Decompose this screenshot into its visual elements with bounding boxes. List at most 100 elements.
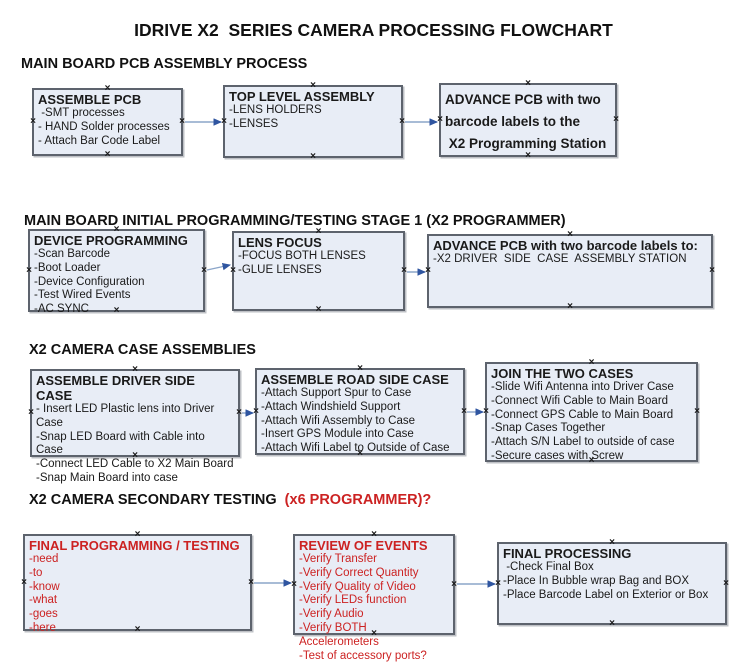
box-item: -Connect Wifi Cable to Main Board [491,394,669,407]
anchor-handle-icon-right[interactable]: × [451,578,457,590]
anchor-handle-icon-top[interactable]: × [132,364,138,375]
connector-arrow-1-0[interactable] [206,262,231,271]
anchor-handle-icon-top[interactable]: × [104,83,111,94]
box-title: ADVANCE PCB with two barcode labels to t… [445,92,607,151]
box-title: LENS FOCUS [238,235,322,250]
anchor-handle-icon-left[interactable]: × [425,265,431,276]
anchor-handle-icon-top[interactable]: × [371,529,377,540]
anchor-handle-icon-right[interactable]: × [694,406,700,417]
section-heading-3: X2 CAMERA SECONDARY TESTING (x6 PROGRAMM… [29,492,431,508]
box-item: -Attach Windshield Support [261,400,401,413]
anchor-handle-icon-right[interactable]: × [399,115,405,127]
flow-box-advance-pcb-to-driver-side-station[interactable]: ADVANCE PCB with two barcode labels to:-… [425,230,715,312]
box-title: FINAL PROGRAMMING / TESTING [29,538,240,553]
box-title: TOP LEVEL ASSEMBLY [229,89,375,104]
box-title: ASSEMBLE PCB [38,92,142,107]
anchor-handle-icon-top[interactable]: × [525,78,531,89]
anchor-handle-icon-left[interactable]: × [221,115,227,127]
box-item: -Check Final Box [503,561,594,573]
flow-box-device-programming[interactable]: DEVICE PROGRAMMING-Scan Barcode-Boot Loa… [26,225,207,316]
box-item: -Verify BOTH Accelerometers [299,621,379,648]
box-item: -what [29,594,58,607]
anchor-handle-icon-right[interactable]: × [461,405,467,417]
flow-box-final-processing[interactable]: FINAL PROCESSING -Check Final Box-Place … [495,538,729,629]
box-item: -Scan Barcode [34,248,111,260]
anchor-handle-icon-top[interactable]: × [567,229,573,240]
anchor-handle-icon-bottom[interactable]: × [525,150,531,161]
anchor-handle-icon-left[interactable]: × [483,406,489,417]
flow-box-assemble-driver-side-case[interactable]: ASSEMBLE DRIVER SIDE CASE- Insert LED Pl… [28,365,242,484]
anchor-handle-icon-bottom[interactable]: × [113,305,120,316]
anchor-handle-icon-top[interactable]: × [609,537,615,548]
anchor-handle-icon-top[interactable]: × [588,357,595,368]
anchor-handle-icon-bottom[interactable]: × [310,151,316,162]
anchor-handle-icon-left[interactable]: × [26,264,32,276]
box-title: JOIN THE TWO CASES [491,366,634,381]
section-heading-text: MAIN BOARD PCB ASSEMBLY PROCESS [21,56,308,72]
flow-box-lens-focus[interactable]: LENS FOCUS-FOCUS BOTH LENSES-GLUE LENSES… [230,227,407,315]
box-item: -Test of accessory ports? [299,649,427,662]
box-item: -goes [29,608,58,621]
anchor-handle-icon-left[interactable]: × [495,577,501,589]
anchor-handle-icon-bottom[interactable]: × [357,448,363,459]
anchor-handle-icon-bottom[interactable]: × [132,450,138,461]
anchor-handle-icon-left[interactable]: × [437,114,443,125]
flow-box-assemble-pcb[interactable]: ASSEMBLE PCB -SMT processes- HAND Solder… [30,84,185,160]
flow-box-join-the-two-cases[interactable]: JOIN THE TWO CASES-Slide Wifi Antenna in… [483,358,700,466]
box-item: -SMT processes [38,107,125,119]
anchor-handle-icon-right[interactable]: × [723,577,729,589]
flow-box-top-level-assembly[interactable]: TOP LEVEL ASSEMBLY-LENS HOLDERS-LENSES××… [221,81,405,162]
box-item: -Place In Bubble wrap Bag and BOX [503,574,690,587]
box-item: -Attach Wifi Label to Outside of Case [261,442,450,455]
box-title: FINAL PROCESSING [503,546,632,561]
anchor-handle-icon-top[interactable]: × [134,529,141,540]
anchor-handle-icon-bottom[interactable]: × [567,301,573,312]
box-item: -Verify LEDs function [299,594,407,607]
anchor-handle-icon-top[interactable]: × [310,80,316,91]
section-heading-text: X2 CAMERA CASE ASSEMBLIES [29,342,256,358]
flow-box-advance-pcb-to-programming-station[interactable]: ADVANCE PCB with two barcode labels to t… [437,79,619,161]
anchor-handle-icon-bottom[interactable]: × [609,618,615,629]
anchor-handle-icon-right[interactable]: × [179,116,185,127]
section-heading-text: MAIN BOARD INITIAL PROGRAMMING/TESTING S… [24,213,566,229]
anchor-handle-icon-bottom[interactable]: × [134,624,141,635]
box-item: -Device Configuration [34,275,145,288]
anchor-handle-icon-right[interactable]: × [248,576,254,588]
anchor-handle-icon-right[interactable]: × [709,265,715,276]
anchor-handle-icon-bottom[interactable]: × [315,304,322,315]
anchor-handle-icon-bottom[interactable]: × [104,149,111,160]
anchor-handle-icon-right[interactable]: × [613,114,619,125]
anchor-handle-icon-right[interactable]: × [201,264,207,276]
section-heading-0: MAIN BOARD PCB ASSEMBLY PROCESS [21,56,307,72]
box-item: -Attach Wifi Assembly to Case [261,414,416,427]
box-item: -LENSES [229,117,279,130]
box-title: ASSEMBLE DRIVER SIDE CASE [36,373,199,403]
anchor-handle-icon-bottom[interactable]: × [588,455,595,466]
anchor-handle-icon-right[interactable]: × [401,265,407,276]
box-item: -here [29,621,56,634]
box-item: -Insert GPS Module into Case [261,428,414,441]
box-item: -Attach Support Spur to Case [261,387,412,399]
flow-box-review-of-events[interactable]: REVIEW OF EVENTS-Verify Transfer-Verify … [291,530,457,662]
section-heading-red-text: (x6 PROGRAMMER)? [284,492,432,508]
box-item: - Insert LED Plastic lens into Driver Ca… [36,403,218,429]
anchor-handle-icon-top[interactable]: × [113,224,120,235]
box-title: ASSEMBLE ROAD SIDE CASE [261,372,449,387]
anchor-handle-icon-right[interactable]: × [236,407,242,418]
anchor-handle-icon-left[interactable]: × [28,407,34,418]
box-item: -Connect GPS Cable to Main Board [491,408,674,421]
anchor-handle-icon-left[interactable]: × [253,405,259,417]
box-title: ADVANCE PCB with two barcode labels to: [433,238,698,253]
anchor-handle-icon-top[interactable]: × [357,363,363,374]
anchor-handle-icon-left[interactable]: × [30,116,36,127]
box-item: -Verify Correct Quantity [299,566,419,579]
flow-box-final-programming-testing[interactable]: FINAL PROGRAMMING / TESTING-need-to-know… [21,530,254,635]
anchor-handle-icon-top[interactable]: × [315,226,322,237]
anchor-handle-icon-left[interactable]: × [230,265,236,276]
anchor-handle-icon-bottom[interactable]: × [371,628,377,639]
flow-box-assemble-road-side-case[interactable]: ASSEMBLE ROAD SIDE CASE-Attach Support S… [253,364,467,459]
anchor-handle-icon-left[interactable]: × [291,578,297,590]
anchor-handle-icon-left[interactable]: × [21,576,27,588]
